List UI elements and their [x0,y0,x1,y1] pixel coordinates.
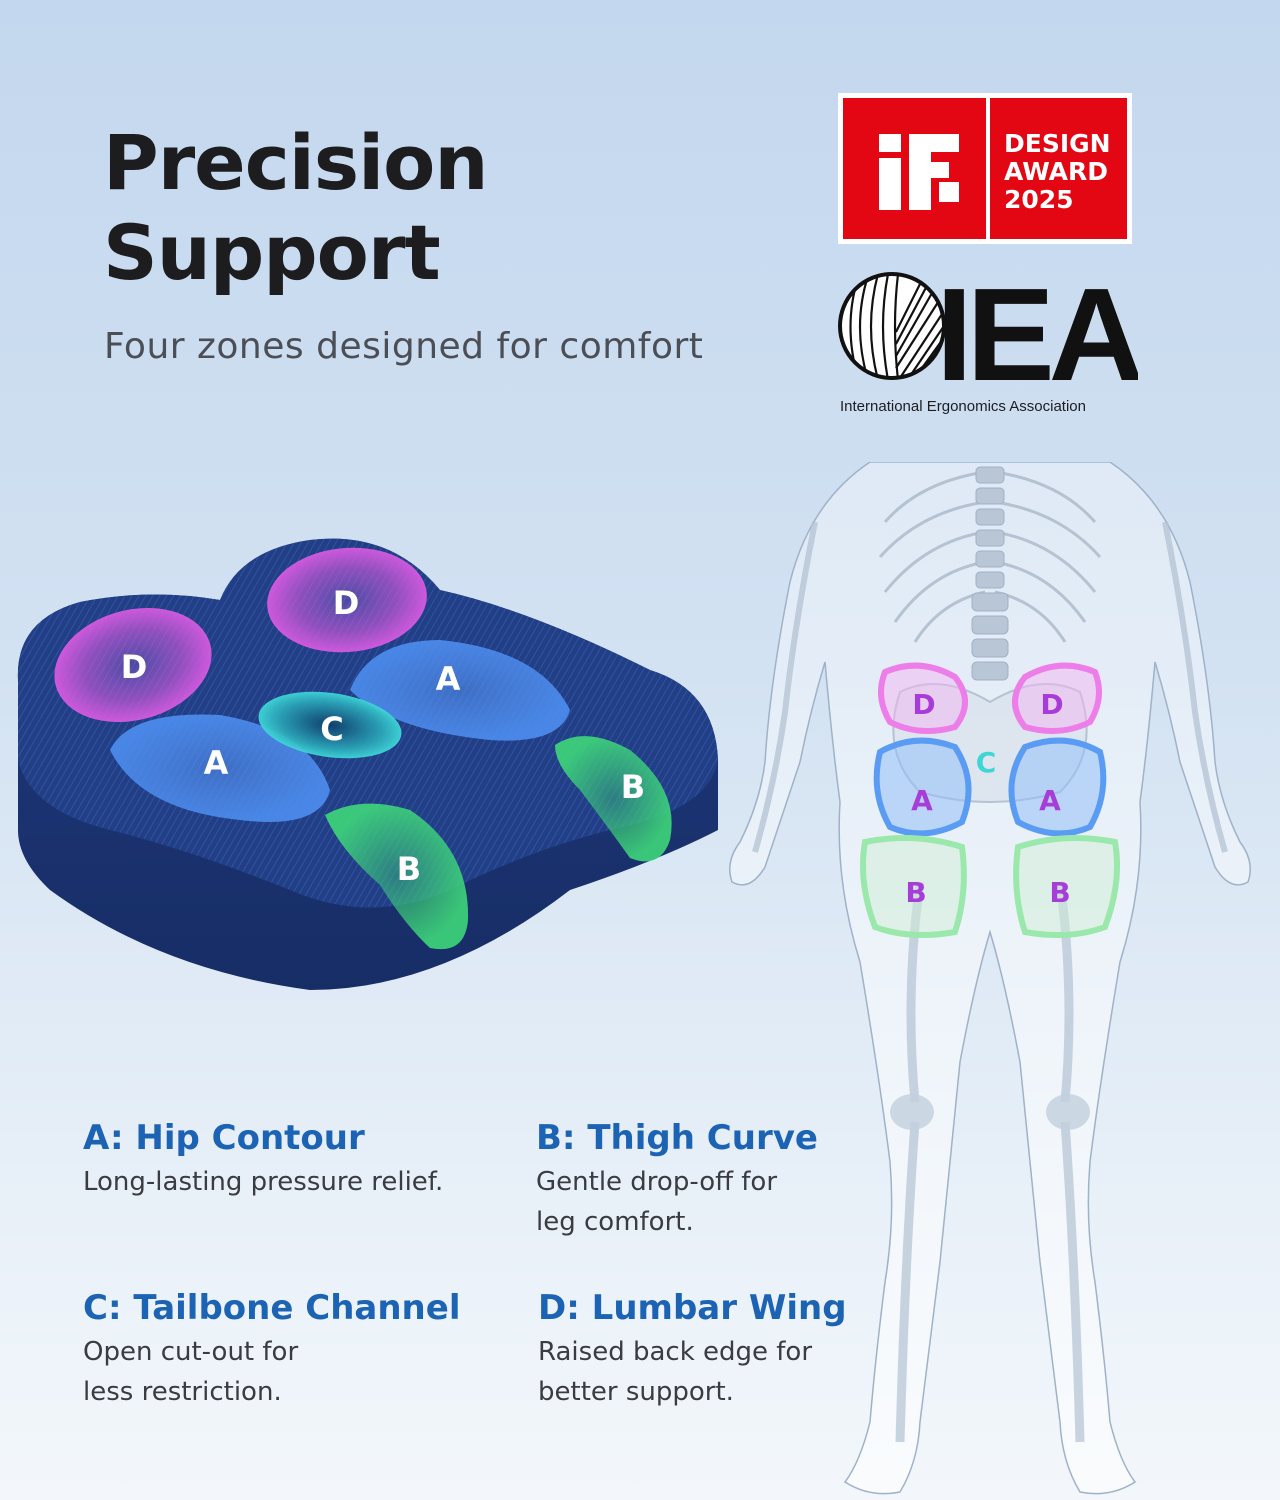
body-label-b-left: B [905,876,926,909]
zone-d-line-1: Raised back edge for [538,1337,813,1367]
cushion-label-b-left: B [397,850,421,888]
cushion-label-d-left: D [121,648,148,686]
zone-d-text: Raised back edge for better support. [538,1332,958,1412]
body-label-b-right: B [1049,876,1070,909]
if-logo-icon [879,134,959,210]
cushion-label-c: C [320,710,343,748]
if-design-award-badge: DESIGN AWARD 2025 [838,93,1132,244]
zone-c-line-1: Open cut-out for [83,1337,299,1367]
body-label-c: C [976,746,997,779]
zone-b-line-1: Gentle drop-off for [536,1167,778,1197]
zone-a-text: Long-lasting pressure relief. [83,1162,503,1202]
page-subtitle: Four zones designed for comfort [104,326,704,367]
skeleton-body-figure: D D C A A B B [729,462,1251,1495]
zone-c-line-2: less restriction. [83,1377,282,1407]
zone-d-title: D: Lumbar Wing [538,1288,847,1328]
zone-c-title: C: Tailbone Channel [83,1288,461,1328]
iea-caption: International Ergonomics Association [840,398,1086,415]
zone-d-description: D: Lumbar Wing Raised back edge for bett… [538,1286,958,1412]
cushion-label-a-right: A [436,660,461,698]
page-title: Precision Support [103,118,488,298]
zone-b-title: B: Thigh Curve [536,1118,818,1158]
if-award-line-2: AWARD [1004,157,1109,186]
cushion-label-d-right: D [333,584,360,622]
body-label-a-right: A [1039,784,1061,817]
if-logo-mark [843,98,986,239]
zone-c-text: Open cut-out for less restriction. [83,1332,503,1412]
zone-d-line-2: better support. [538,1377,734,1407]
iea-logo: IEA [838,268,1138,386]
zone-b-text: Gentle drop-off for leg comfort. [536,1162,956,1242]
body-label-a-left: A [911,784,933,817]
zone-c-description: C: Tailbone Channel Open cut-out for les… [83,1286,503,1412]
iea-logo-text: IEA [936,268,1138,386]
zone-a-line-1: Long-lasting pressure relief. [83,1167,444,1197]
zone-b-line-2: leg comfort. [536,1207,694,1237]
cushion-label-b-right: B [621,768,645,806]
title-line-2: Support [103,208,441,297]
zone-a-description: A: Hip Contour Long-lasting pressure rel… [83,1116,503,1202]
title-line-1: Precision [103,118,488,207]
cushion-illustration: D D A A C B B [17,538,718,990]
body-label-d-left: D [912,688,935,721]
if-award-text: DESIGN AWARD 2025 [990,98,1127,239]
if-award-line-3: 2025 [1004,185,1074,214]
if-award-line-1: DESIGN [1004,129,1111,158]
zone-b-description: B: Thigh Curve Gentle drop-off for leg c… [536,1116,956,1242]
body-label-d-right: D [1040,688,1063,721]
cushion-label-a-left: A [204,744,229,782]
zone-a-title: A: Hip Contour [83,1118,365,1158]
